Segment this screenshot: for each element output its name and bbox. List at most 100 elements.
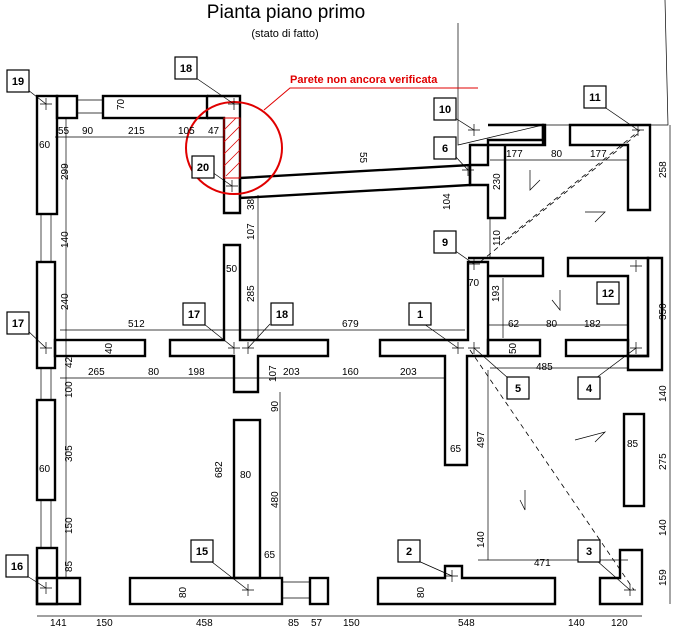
dim-label: 140 — [568, 618, 585, 629]
node-15: 17 — [6, 311, 30, 335]
dim-label: 105 — [178, 126, 195, 137]
dim-label: 80 — [148, 367, 160, 378]
node-label: 16 — [11, 561, 23, 573]
dim-label: 480 — [270, 491, 281, 508]
node-label: 10 — [439, 104, 451, 116]
dim-label: 679 — [342, 319, 359, 330]
dim-label: 203 — [400, 367, 417, 378]
node-5: 5 — [506, 376, 530, 400]
dim-label: 120 — [611, 618, 628, 629]
wall-room-4 — [486, 338, 542, 358]
wall-east-mid — [626, 256, 664, 372]
wall-cross-left — [53, 338, 147, 358]
dim-label: 55 — [357, 152, 368, 164]
node-label: 5 — [515, 383, 521, 395]
node-6: 6 — [433, 136, 457, 160]
dim-label: 60 — [39, 140, 51, 151]
dim-label: 100 — [64, 381, 75, 398]
dim-label: 85 — [288, 618, 300, 629]
node-label: 3 — [586, 546, 592, 558]
dim-label: 85 — [64, 560, 75, 572]
wall-north-left — [55, 94, 79, 120]
plan-subtitle: (stato di fatto) — [251, 28, 318, 40]
dim-label: 230 — [492, 173, 503, 190]
dim-label: 203 — [283, 367, 300, 378]
dim-label: 193 — [491, 285, 502, 302]
node-label: 6 — [442, 143, 448, 155]
dim-label: 90 — [270, 400, 281, 412]
dimension-lines — [37, 118, 671, 617]
wall-south-main — [128, 576, 284, 606]
node-17: 19171817 — [182, 302, 206, 326]
node-label: 4 — [586, 383, 593, 395]
leader-lines — [26, 77, 639, 591]
wall-interior-13 — [232, 418, 262, 580]
dim-label: 140 — [658, 385, 669, 402]
node-label: 15 — [196, 546, 208, 558]
wall-cross-17-16 — [168, 243, 330, 394]
dim-label: 65 — [450, 444, 462, 455]
node-20: 2020 — [191, 155, 215, 179]
dim-label: 80 — [178, 586, 189, 598]
dim-label: 512 — [128, 319, 145, 330]
node-label-20: 20 — [197, 162, 209, 174]
node-label: 18 — [276, 309, 288, 321]
dim-label: 38 — [246, 198, 257, 210]
wall-north-mid — [101, 94, 209, 120]
wall-west-mid — [35, 260, 57, 370]
dim-label: 50 — [226, 264, 238, 275]
dim-label: 104 — [442, 193, 453, 210]
wall-room-9 — [468, 256, 545, 278]
node-1: 1 — [408, 302, 432, 326]
dim-label: 90 — [82, 126, 94, 137]
node-label: 19 — [12, 76, 24, 88]
dim-label: 107 — [246, 223, 257, 240]
dim-label: 80 — [546, 319, 558, 330]
walls — [35, 94, 664, 606]
wall-west-top — [35, 94, 59, 216]
wall-south-3 — [598, 548, 644, 606]
node-label: 9 — [442, 237, 448, 249]
dim-label: 50 — [508, 342, 519, 354]
node-labels: 19 18 2020 10 6 11 9 12 17 19171817 18 1… — [5, 56, 620, 578]
dim-label: 177 — [590, 149, 607, 160]
dim-label: 140 — [60, 231, 71, 248]
dim-label: 55 — [58, 126, 70, 137]
annotation-label: Parete non ancora verificata — [290, 74, 438, 86]
node-18: 18 — [174, 56, 198, 80]
node-4: 4 — [577, 376, 601, 400]
wall-north-east — [568, 123, 652, 212]
span-arrows — [519, 170, 607, 511]
dim-label: 240 — [60, 293, 71, 310]
dim-label: 80 — [551, 149, 563, 160]
node-label: 12 — [602, 288, 614, 300]
projection-outline — [457, 0, 669, 146]
dim-label: 62 — [508, 319, 520, 330]
dim-label: 215 — [128, 126, 145, 137]
dim-label: 70 — [116, 98, 127, 110]
wall-cross-1 — [378, 260, 490, 467]
node-label: 18 — [180, 63, 192, 75]
wall-mid-6 — [468, 123, 547, 220]
dim-label: 485 — [536, 362, 553, 373]
node-label-17: 17 — [188, 309, 200, 321]
dim-label: 65 — [264, 550, 276, 561]
node-14: 16 — [5, 554, 29, 578]
dim-label: 305 — [64, 445, 75, 462]
wall-slanted — [238, 163, 472, 200]
dim-label: 140 — [658, 519, 669, 536]
dim-label: 159 — [658, 569, 669, 586]
node-9: 9 — [433, 230, 457, 254]
node-label: 1 — [417, 309, 423, 321]
wall-room-12 — [566, 256, 650, 358]
dim-label: 548 — [458, 618, 475, 629]
wall-east-small — [622, 412, 646, 508]
diagonal-lines — [469, 129, 641, 591]
dim-label: 182 — [584, 319, 601, 330]
wall-north-right — [207, 94, 242, 215]
node-10: 10 — [433, 97, 457, 121]
dim-label: 70 — [468, 278, 480, 289]
dim-label: 682 — [214, 461, 225, 478]
node-12: 12 — [596, 281, 620, 305]
